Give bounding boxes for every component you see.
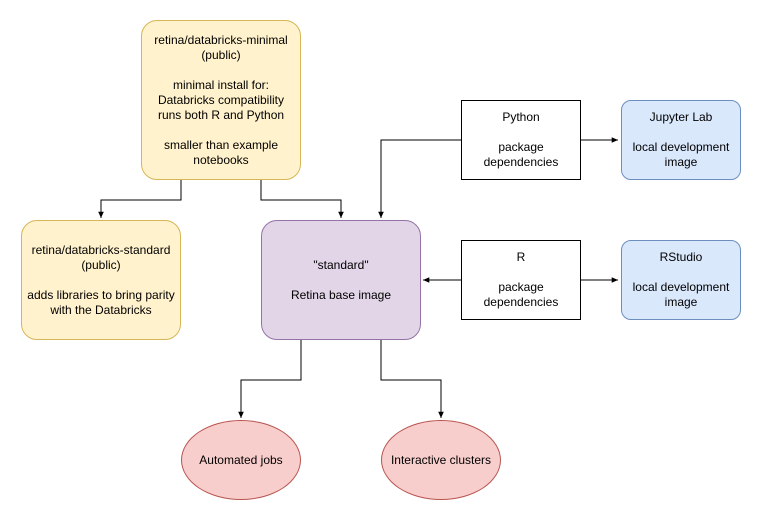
node-text-line: Automated jobs — [199, 452, 283, 467]
node-databricks-standard: retina/databricks-standard(public) adds l… — [21, 220, 181, 340]
node-text-line: image — [664, 155, 698, 169]
node-text-line: Databricks compatibility — [157, 92, 285, 107]
node-text-line: with the Databricks — [50, 302, 152, 317]
node-databricks-minimal: retina/databricks-minimal(public) minimal… — [141, 20, 301, 180]
node-text-line: local development — [632, 280, 730, 294]
node-text-line: "standard" — [313, 257, 369, 272]
node-standard-base-image: "standard" Retina base image — [261, 220, 421, 340]
node-text-line: (public) — [201, 47, 241, 62]
node-text-line: package — [498, 140, 544, 154]
node-text-line: image — [664, 295, 698, 309]
node-text-line: (public) — [81, 257, 121, 272]
node-text-line: Interactive clusters — [390, 452, 492, 467]
node-text-line: retina/databricks-minimal — [154, 32, 288, 47]
node-text-line: local development — [632, 140, 730, 154]
node-text-line: retina/databricks-standard — [31, 242, 171, 257]
node-automated-jobs: Automated jobs — [181, 420, 301, 500]
node-text-line: Retina base image — [290, 287, 392, 302]
edge-minimal-to-standard-public — [98, 180, 182, 218]
node-text-line: runs both R and Python — [157, 107, 285, 122]
node-interactive-clusters: Interactive clusters — [381, 420, 501, 500]
node-text-line: dependencies — [483, 295, 559, 309]
node-text-line: R — [516, 250, 526, 264]
edge-minimal-to-standard-base — [260, 180, 344, 218]
edge-python-to-standard-base — [378, 139, 461, 218]
node-text-line: dependencies — [483, 155, 559, 169]
node-text-line: RStudio — [659, 250, 703, 264]
node-text-line: Jupyter Lab — [649, 110, 713, 124]
node-text-line: minimal install for: — [172, 77, 270, 92]
node-text-line: Python — [502, 110, 540, 124]
edge-standard-base-to-interactive-clusters — [380, 340, 444, 418]
node-text-line: package — [498, 280, 544, 294]
node-text-line: notebooks — [193, 152, 249, 167]
node-text-line: adds libraries to bring parity — [27, 287, 175, 302]
edge-standard-base-to-automated-jobs — [238, 340, 302, 418]
node-text-line: smaller than example — [163, 137, 279, 152]
